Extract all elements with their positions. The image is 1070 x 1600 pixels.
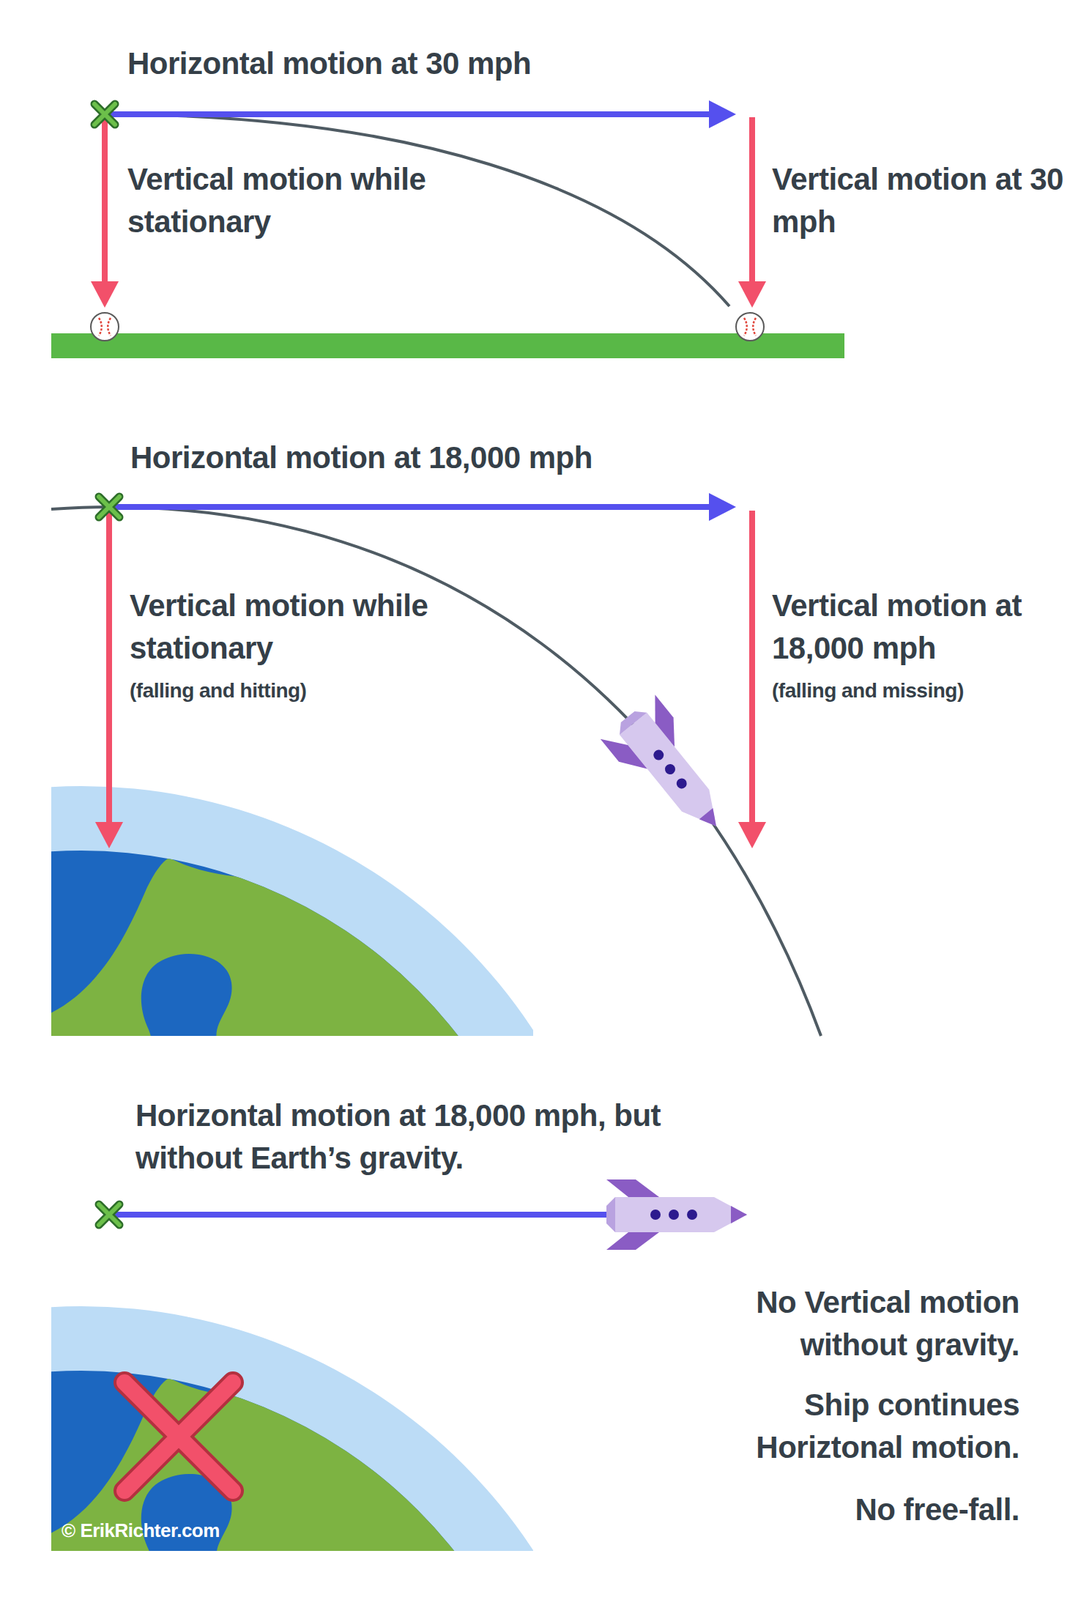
vertical-arrow [95, 510, 124, 849]
motion-label: Vertical motion at 30 mph [771, 158, 1065, 244]
vertical-arrow [738, 117, 767, 308]
earth [51, 1305, 534, 1551]
horizontal-arrow [104, 100, 737, 129]
statement-label: No free-fall. [667, 1488, 1020, 1531]
start-mark [98, 496, 120, 518]
vertical-arrow [90, 117, 119, 308]
panel-title: Horizontal motion at 18,000 mph, but wit… [135, 1094, 766, 1180]
watermark: © ErikRichter.com [61, 1518, 428, 1542]
cross-mark [124, 1381, 233, 1491]
baseball [736, 312, 764, 341]
baseball [90, 312, 119, 341]
trajectory [104, 114, 730, 307]
statement-label: No Vertical motion without gravity. [667, 1280, 1020, 1366]
panel-title: Horizontal motion at 18,000 mph [130, 436, 790, 479]
ground [51, 333, 845, 359]
note-label: (falling and hitting) [129, 677, 438, 704]
motion-label: Vertical motion at 18,000 mph [771, 584, 1065, 670]
rocket [600, 694, 744, 849]
earth [51, 785, 534, 1036]
motion-label: Vertical motion while stationary [129, 584, 445, 670]
panel-title: Horizontal motion at 30 mph [127, 42, 787, 85]
horizontal-line [109, 1211, 608, 1218]
start-mark [94, 103, 115, 125]
statement-label: Ship continues Horiztonal motion. [667, 1383, 1020, 1469]
start-mark [98, 1204, 120, 1225]
vertical-arrow [738, 510, 767, 849]
horizontal-arrow [109, 492, 737, 521]
rocket [606, 1179, 748, 1250]
note-label: (falling and missing) [771, 677, 1065, 704]
orbit-path [51, 506, 821, 1036]
motion-label: Vertical motion while stationary [127, 158, 443, 244]
